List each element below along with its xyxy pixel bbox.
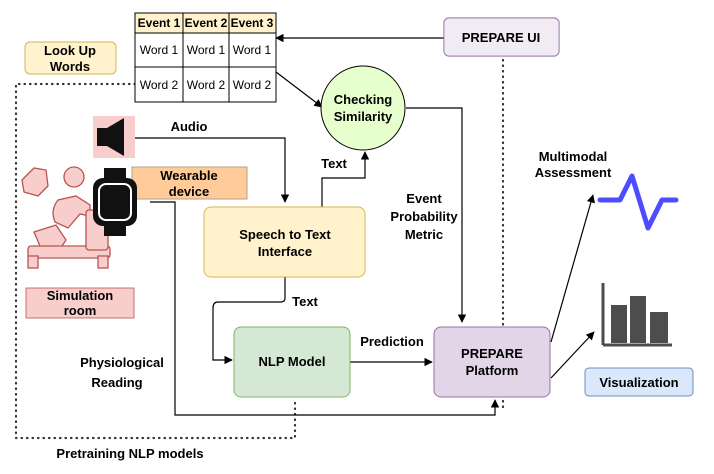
table-cell: Word 2: [233, 78, 272, 92]
look-up-words-box: Look Up Words: [24, 41, 117, 75]
audio-label: Audio: [171, 119, 208, 134]
wearable-label: Wearable: [160, 168, 218, 183]
speech-label: Speech to Text: [239, 227, 331, 242]
edge-text-to-nlp: [212, 277, 286, 365]
edge-labels: Audio Text Text Event Probability Metric…: [56, 119, 612, 461]
table-cell: Word 2: [140, 78, 179, 92]
platform-label: PREPARE: [461, 346, 523, 361]
prepare-platform-box: PREPARE Platform: [433, 326, 551, 398]
physiological-label: Reading: [91, 375, 142, 390]
table-cell: Word 1: [233, 43, 272, 57]
table-cell: Word 2: [187, 78, 226, 92]
table-header: Event 3: [231, 16, 274, 30]
wearable-device-box: Wearable device: [131, 166, 248, 200]
multimodal-label: Multimodal: [539, 149, 608, 164]
edge-event-probability: [406, 107, 467, 323]
edge-text-to-similarity: [321, 151, 370, 207]
similarity-label: Checking: [334, 92, 393, 107]
bar-chart-icon: [601, 283, 672, 347]
speaker-icon: [93, 116, 135, 158]
table-header: Event 2: [185, 16, 228, 30]
table-cell: Word 1: [187, 43, 226, 57]
simulation-room-box: Simulation room: [25, 287, 135, 319]
platform-label: Platform: [466, 363, 519, 378]
simulation-label: Simulation: [47, 288, 114, 303]
event-table: Event 1 Event 2 Event 3 Word 1 Word 1 Wo…: [134, 12, 277, 103]
text-label-lower: Text: [292, 294, 318, 309]
prepare-ui-box: PREPARE UI: [443, 17, 560, 57]
table-header: Event 1: [138, 16, 181, 30]
simulation-label: room: [64, 303, 97, 318]
pretraining-loop: [14, 58, 505, 440]
edge-visualization: [550, 331, 595, 379]
checking-similarity-node: Checking Similarity: [320, 65, 406, 151]
event-probability-label: Event: [406, 191, 442, 206]
nlp-model-box: NLP Model: [233, 326, 351, 398]
prepare-ui-label: PREPARE UI: [462, 30, 541, 45]
text-label-upper: Text: [321, 156, 347, 171]
event-probability-label: Probability: [390, 209, 458, 224]
physiological-label: Physiological: [80, 355, 164, 370]
signal-wave-icon: [597, 173, 679, 231]
look-up-label: Words: [50, 59, 90, 74]
visualization-label: Visualization: [599, 375, 678, 390]
multimodal-label: Assessment: [535, 165, 612, 180]
speech-label: Interface: [258, 244, 312, 259]
look-up-label: Look Up: [44, 43, 96, 58]
smartwatch-icon: [93, 168, 137, 236]
pretraining-label: Pretraining NLP models: [56, 446, 203, 461]
visualization-box: Visualization: [584, 367, 694, 397]
similarity-label: Similarity: [334, 109, 393, 124]
edge-multimodal: [550, 194, 595, 343]
speech-to-text-box: Speech to Text Interface: [203, 206, 366, 278]
edge-table-to-similarity: [275, 71, 323, 108]
event-probability-label: Metric: [405, 227, 443, 242]
connectors: [133, 33, 595, 416]
table-cell: Word 1: [140, 43, 179, 57]
edge-physiological: [150, 201, 500, 416]
nlp-label: NLP Model: [259, 354, 326, 369]
prediction-label: Prediction: [360, 334, 424, 349]
wearable-label: device: [169, 184, 209, 199]
edge-audio: [133, 137, 290, 203]
